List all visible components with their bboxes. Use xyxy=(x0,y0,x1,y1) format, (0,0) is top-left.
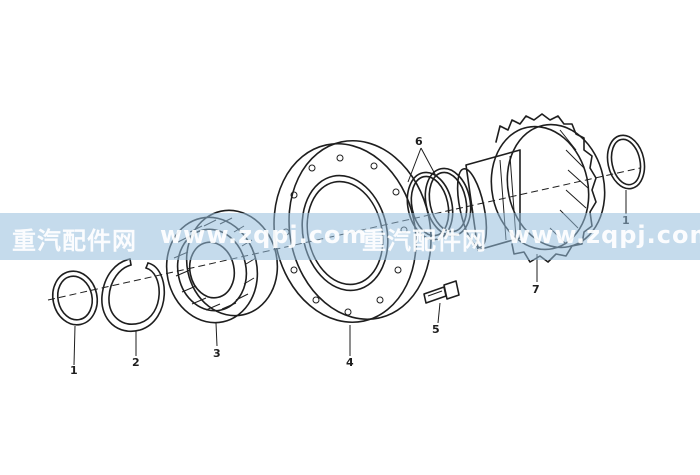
watermark-text-2: www.zqpj.com xyxy=(160,221,368,249)
watermark-text-1: 重汽配件网 xyxy=(12,227,137,255)
callout-4: 4 xyxy=(346,356,354,369)
callout-5: 5 xyxy=(432,323,440,336)
callout-2: 2 xyxy=(132,356,140,369)
callout-7: 7 xyxy=(532,283,540,296)
callout-1-left: 1 xyxy=(70,364,78,377)
part-5-bolt xyxy=(423,280,460,304)
part-2-retaining-ring xyxy=(101,258,166,333)
part-1-snap-ring-right xyxy=(606,134,646,190)
callout-6: 6 xyxy=(415,135,423,148)
leader-lines xyxy=(73,147,627,366)
watermark-text-4: www.zqpj.com xyxy=(508,221,700,249)
callout-3: 3 xyxy=(213,347,221,360)
part-1-snap-ring-left xyxy=(51,270,99,326)
watermark-text-3: 重汽配件网 xyxy=(362,227,487,255)
watermark-band: 重汽配件网 www.zqpj.com 重汽配件网 www.zqpj.com xyxy=(0,213,700,260)
